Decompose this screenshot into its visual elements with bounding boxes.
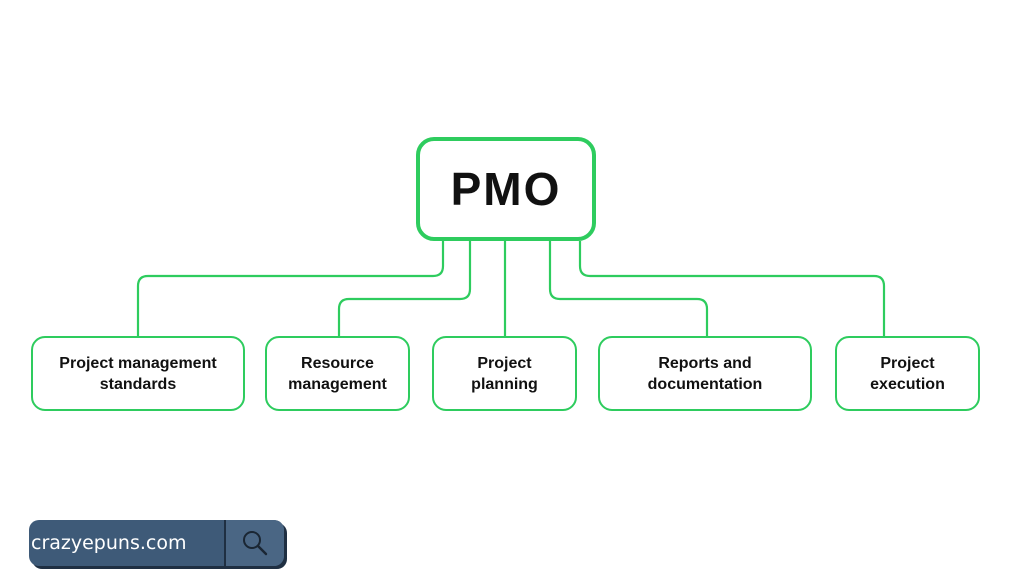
node-label: Project planning bbox=[471, 354, 538, 393]
node-label: Project execution bbox=[870, 354, 945, 393]
connector-to-project-management-standards bbox=[136, 241, 445, 336]
search-button[interactable] bbox=[226, 520, 284, 566]
connector-to-resource-management bbox=[337, 241, 472, 336]
site-watermark-search-bar: crazyepuns.com bbox=[29, 520, 284, 566]
node-project-execution: Project execution bbox=[835, 336, 980, 411]
site-name: crazyepuns.com bbox=[31, 532, 187, 554]
search-divider bbox=[224, 520, 226, 566]
node-project-management-standards: Project management standards bbox=[31, 336, 245, 411]
node-label: Project management standards bbox=[59, 354, 217, 393]
node-reports-and-documentation: Reports and documentation bbox=[598, 336, 812, 411]
connector-to-project-execution bbox=[578, 241, 886, 336]
node-project-planning: Project planning bbox=[432, 336, 577, 411]
search-icon bbox=[243, 531, 268, 556]
connector-to-reports-and-documentation bbox=[548, 241, 709, 336]
pmo-root-label: PMO bbox=[450, 163, 562, 215]
pmo-root-node: PMO bbox=[416, 137, 596, 241]
node-label: Reports and documentation bbox=[647, 354, 763, 393]
node-resource-management: Resource management bbox=[265, 336, 410, 411]
node-label: Resource management bbox=[288, 354, 387, 393]
